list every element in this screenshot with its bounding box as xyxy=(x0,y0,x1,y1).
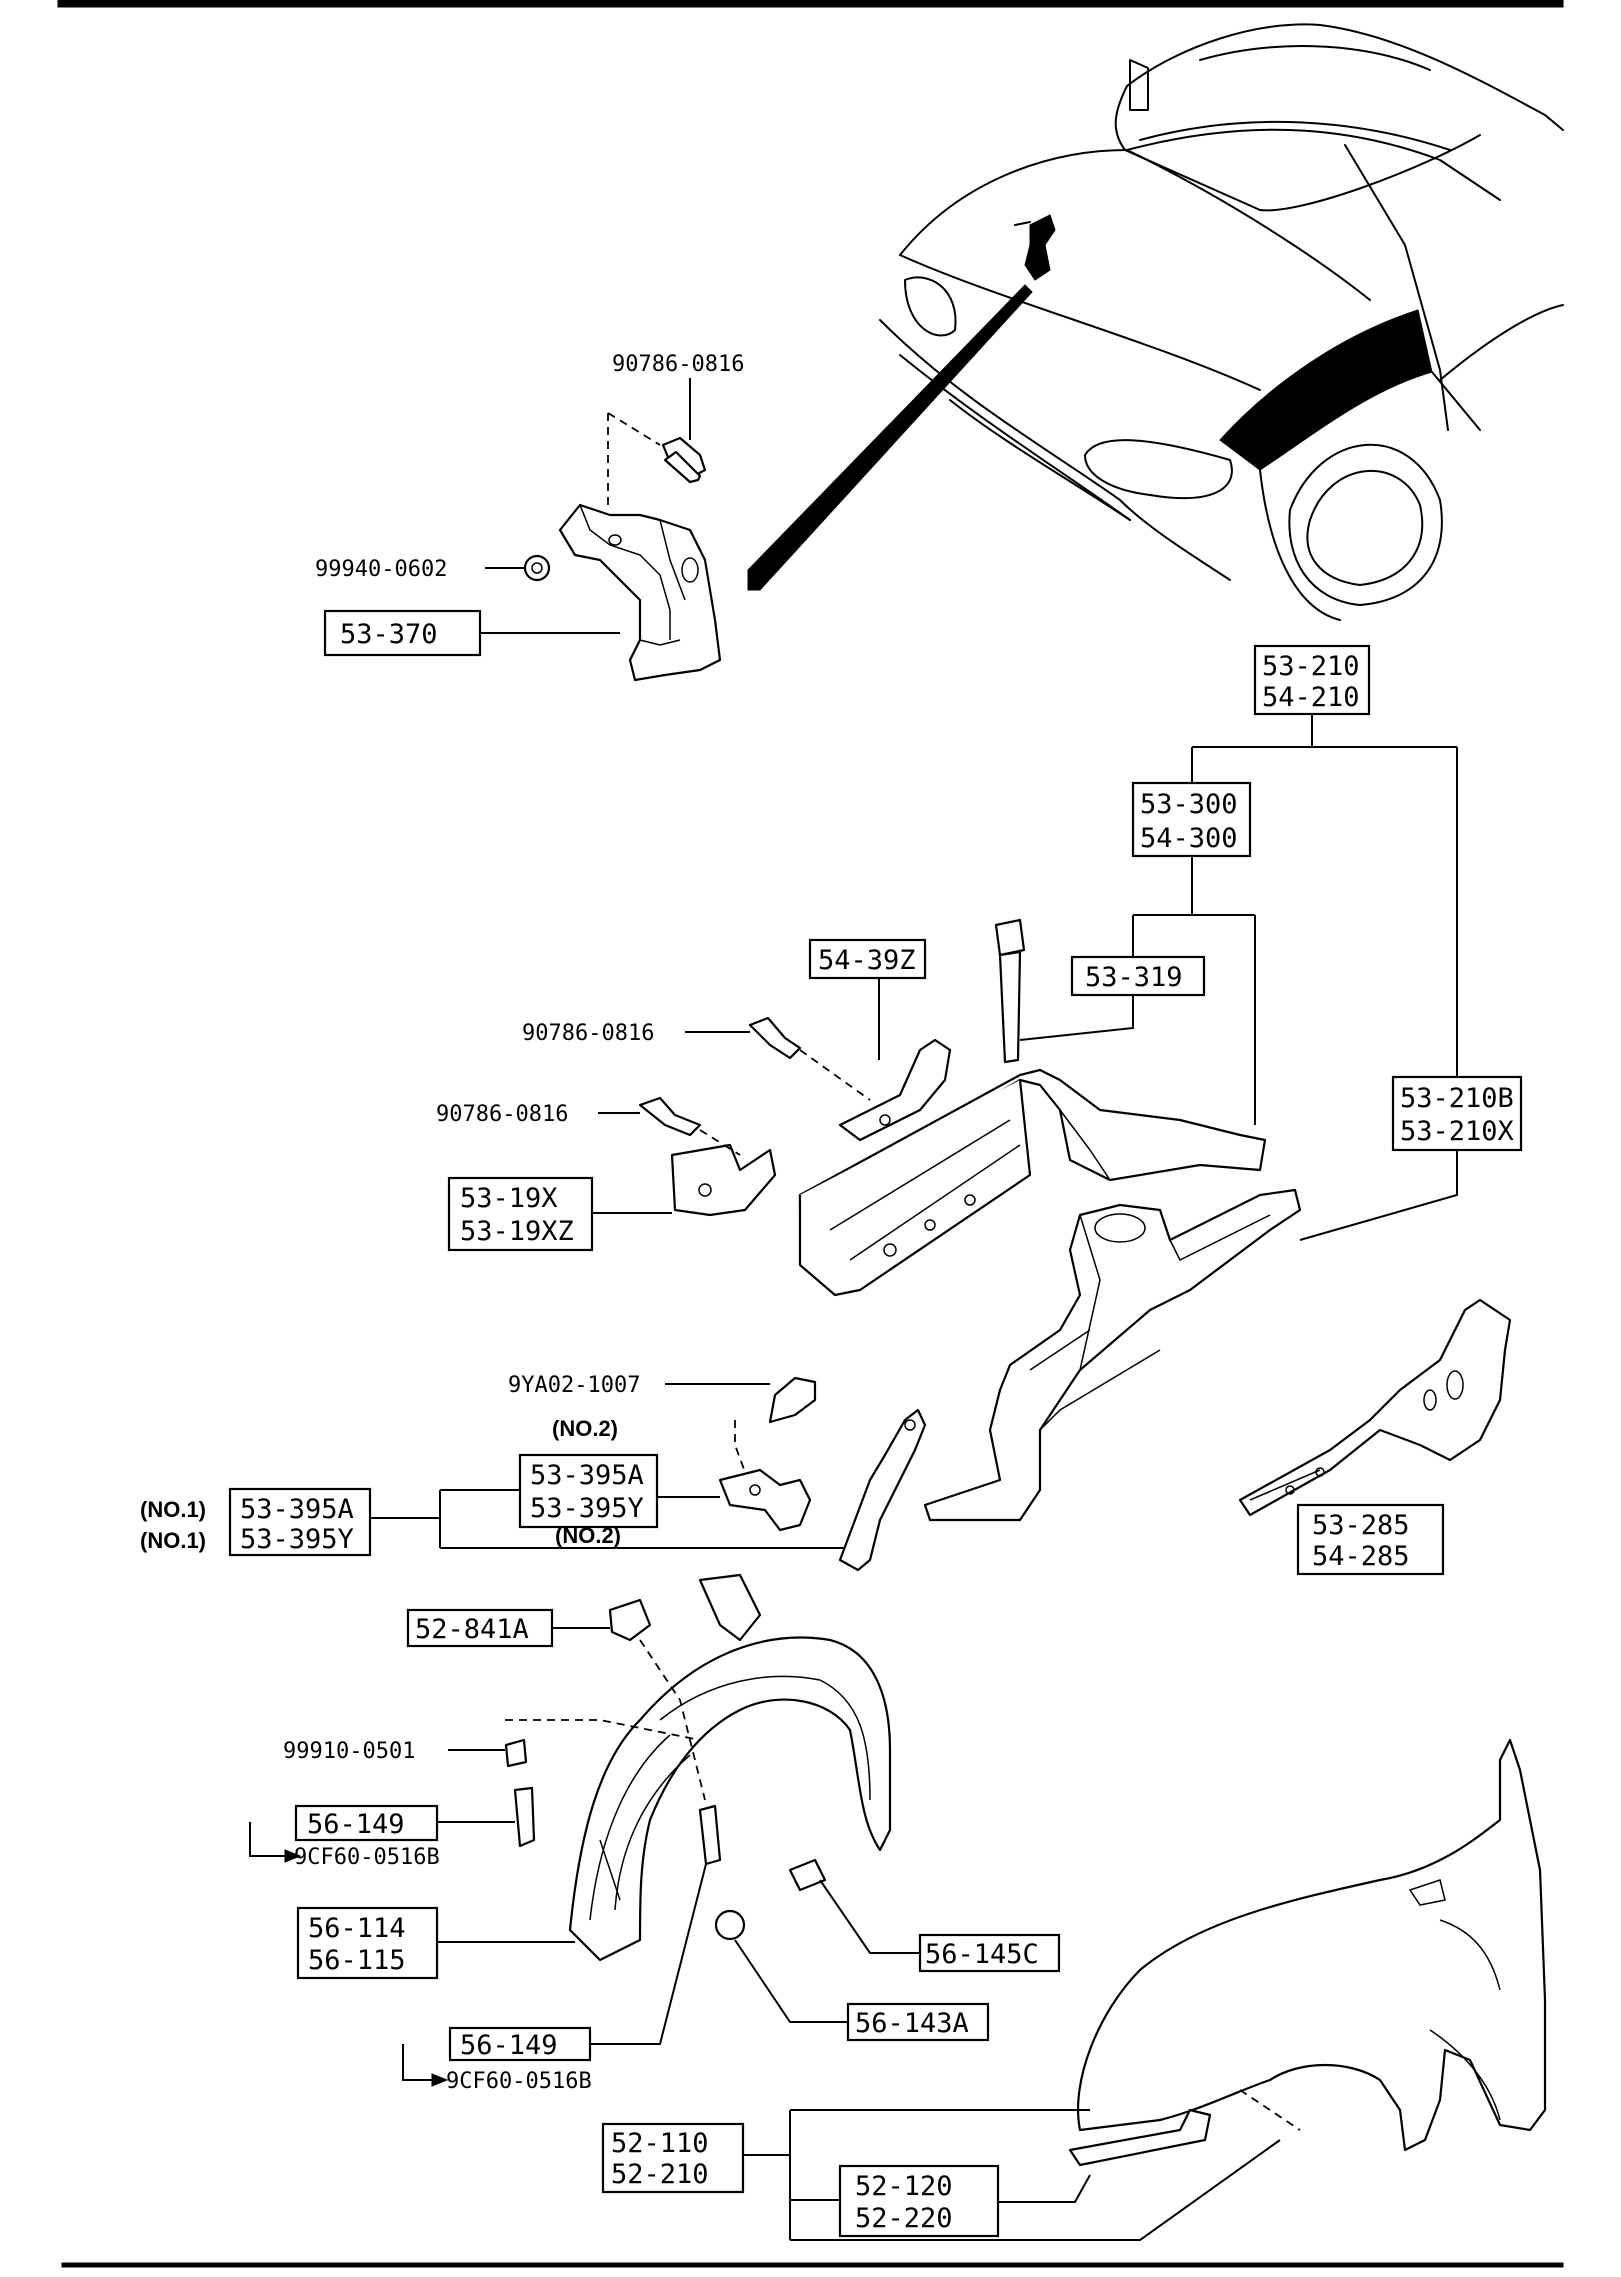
arrow-9cf60-b xyxy=(431,2073,449,2087)
label-54-39z: 54-39Z xyxy=(818,945,916,976)
label-53-395a-no1: 53-395A xyxy=(240,1494,354,1525)
hood-bracket xyxy=(558,503,722,682)
bolt-mid xyxy=(748,1016,802,1060)
label-box-54-39z xyxy=(808,938,927,980)
label-54-285: 54-285 xyxy=(1312,1541,1410,1572)
part-number-90786-mid: 90786-0816 xyxy=(522,1021,654,1046)
clip-99910 xyxy=(504,1738,528,1768)
wheel-apron xyxy=(923,1188,1302,1522)
note-no2-bottom: (NO.2) xyxy=(555,1523,621,1548)
label-52-110: 52-110 xyxy=(611,2128,709,2159)
part-number-99940: 99940-0602 xyxy=(315,557,447,582)
label-54-210: 54-210 xyxy=(1262,682,1360,713)
bottom-border xyxy=(61,2262,1564,2268)
label-56-115: 56-115 xyxy=(308,1945,406,1976)
label-53-395a-no2: 53-395A xyxy=(530,1460,644,1491)
top-border xyxy=(57,0,1564,8)
label-53-395y-no2: 53-395Y xyxy=(530,1493,644,1524)
label-box-52-120 xyxy=(838,2164,1000,2238)
label-53-19xz: 53-19XZ xyxy=(460,1216,574,1247)
fastener-56-143a xyxy=(714,1909,746,1941)
label-53-210x: 53-210X xyxy=(1400,1116,1514,1147)
label-53-285: 53-285 xyxy=(1312,1510,1410,1541)
label-box-53-210 xyxy=(1253,644,1371,716)
part-number-99910: 99910-0501 xyxy=(283,1739,415,1764)
part-number-9cf60-b: 9CF60-0516B xyxy=(446,2069,592,2094)
label-box-53-285 xyxy=(1296,1503,1445,1576)
note-no1-b: (NO.1) xyxy=(140,1528,206,1553)
label-53-395y-no1: 53-395Y xyxy=(240,1524,354,1555)
bracket-53-395a-no2 xyxy=(718,1468,812,1532)
part-number-90786-low: 90786-0816 xyxy=(436,1102,568,1127)
front-fender xyxy=(1076,1738,1547,2152)
label-56-114: 56-114 xyxy=(308,1913,406,1944)
label-56-145c: 56-145C xyxy=(925,1939,1039,1970)
long-bolt xyxy=(994,918,1026,1064)
label-box-56-149b xyxy=(448,2026,592,2062)
label-54-300: 54-300 xyxy=(1140,823,1238,854)
label-box-53-370 xyxy=(323,609,482,657)
dash-panel xyxy=(1238,1298,1512,1517)
part-number-9cf60-a: 9CF60-0516B xyxy=(294,1845,440,1870)
label-53-210b: 53-210B xyxy=(1400,1083,1514,1114)
label-53-210: 53-210 xyxy=(1262,651,1360,682)
label-53-319: 53-319 xyxy=(1085,962,1183,993)
label-box-52-110 xyxy=(601,2122,745,2194)
nut-99940 xyxy=(523,554,551,582)
splash-shield xyxy=(568,1573,892,1962)
clip-52-841a xyxy=(608,1598,652,1642)
front-rail xyxy=(798,1068,1267,1297)
label-box-56-143a xyxy=(846,2002,990,2042)
label-53-19x: 53-19X xyxy=(460,1183,558,1214)
label-box-53-319 xyxy=(1070,955,1206,997)
bolt-low xyxy=(638,1096,702,1137)
screw-56-149a xyxy=(513,1786,536,1848)
label-box-53-210b xyxy=(1391,1075,1523,1152)
part-number-90786-top: 90786-0816 xyxy=(612,352,744,377)
bracket-54-39z xyxy=(838,1038,952,1142)
label-box-56-149a xyxy=(294,1804,439,1842)
label-box-53-19x xyxy=(447,1176,594,1252)
label-52-841a: 52-841A xyxy=(415,1614,529,1645)
bracket-53-19x xyxy=(670,1143,777,1217)
label-53-370: 53-370 xyxy=(340,619,438,650)
fastener-56-145c xyxy=(788,1858,827,1892)
label-box-56-114 xyxy=(296,1906,439,1980)
label-box-52-841a xyxy=(406,1608,554,1648)
label-52-210: 52-210 xyxy=(611,2159,709,2190)
label-56-149a: 56-149 xyxy=(307,1809,405,1840)
car-illustration xyxy=(747,23,1564,621)
screw-56-149b xyxy=(698,1804,722,1866)
bolt-top xyxy=(661,436,707,484)
label-56-143a: 56-143A xyxy=(855,2008,969,2039)
label-box-56-145c xyxy=(918,1933,1061,1973)
leader-lines xyxy=(249,378,1458,2241)
part-number-9ya02: 9YA02-1007 xyxy=(508,1373,640,1398)
note-no2-top: (NO.2) xyxy=(552,1416,618,1441)
label-56-149b: 56-149 xyxy=(460,2030,558,2061)
label-52-220: 52-220 xyxy=(855,2203,953,2234)
note-no1-a: (NO.1) xyxy=(140,1497,206,1522)
bracket-53-395y-no2 xyxy=(838,1408,927,1572)
bolt-9ya02 xyxy=(768,1376,817,1424)
label-box-53-300 xyxy=(1131,781,1252,858)
label-53-300: 53-300 xyxy=(1140,789,1238,820)
arrow-9cf60-a xyxy=(284,1849,302,1863)
label-box-53-395a-no2 xyxy=(518,1453,659,1529)
label-box-53-395a-no1 xyxy=(228,1487,372,1557)
bracket-52-120 xyxy=(1068,2108,1212,2167)
label-52-120: 52-120 xyxy=(855,2171,953,2202)
